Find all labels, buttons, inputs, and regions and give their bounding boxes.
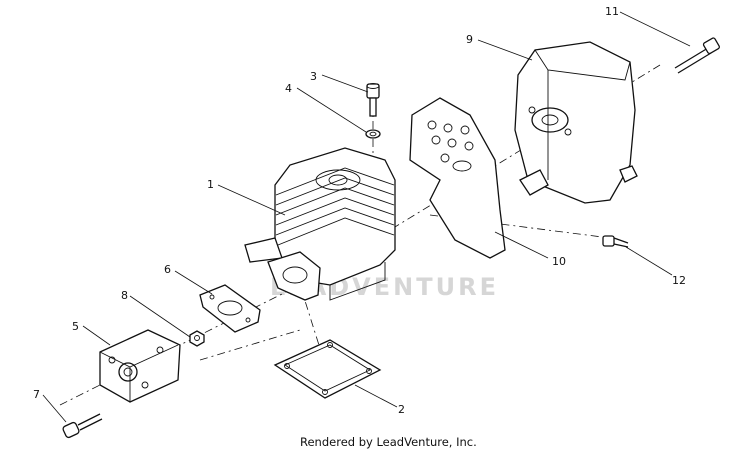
heat-shield-part bbox=[409, 97, 506, 259]
base-gasket-part bbox=[273, 339, 382, 399]
long-bolt-part bbox=[674, 37, 720, 74]
callout-10: 10 bbox=[552, 255, 566, 268]
nut-part bbox=[189, 330, 205, 347]
callout-5: 5 bbox=[72, 320, 79, 333]
callout-6: 6 bbox=[164, 263, 171, 276]
intake-adapter-part bbox=[99, 329, 181, 403]
callout-7: 7 bbox=[33, 388, 40, 401]
muffler-part bbox=[514, 41, 638, 204]
washer-part bbox=[365, 129, 381, 139]
intake-gasket-part bbox=[199, 284, 261, 333]
callout-11: 11 bbox=[605, 5, 619, 18]
small-screw-part bbox=[602, 235, 629, 248]
callout-8: 8 bbox=[121, 289, 128, 302]
callout-1: 1 bbox=[207, 178, 214, 191]
screw-part bbox=[62, 413, 103, 439]
callout-9: 9 bbox=[466, 33, 473, 46]
leader-lines bbox=[42, 11, 691, 423]
bolt-part bbox=[366, 83, 380, 117]
callout-2: 2 bbox=[398, 403, 405, 416]
callout-12: 12 bbox=[672, 274, 686, 287]
callout-labels: 1 2 3 4 5 6 7 8 9 10 11 12 bbox=[33, 5, 686, 416]
cylinder-part bbox=[244, 147, 396, 301]
callout-4: 4 bbox=[285, 82, 292, 95]
footer-credit: Rendered by LeadVenture, Inc. bbox=[300, 435, 477, 449]
callout-3: 3 bbox=[310, 70, 317, 83]
